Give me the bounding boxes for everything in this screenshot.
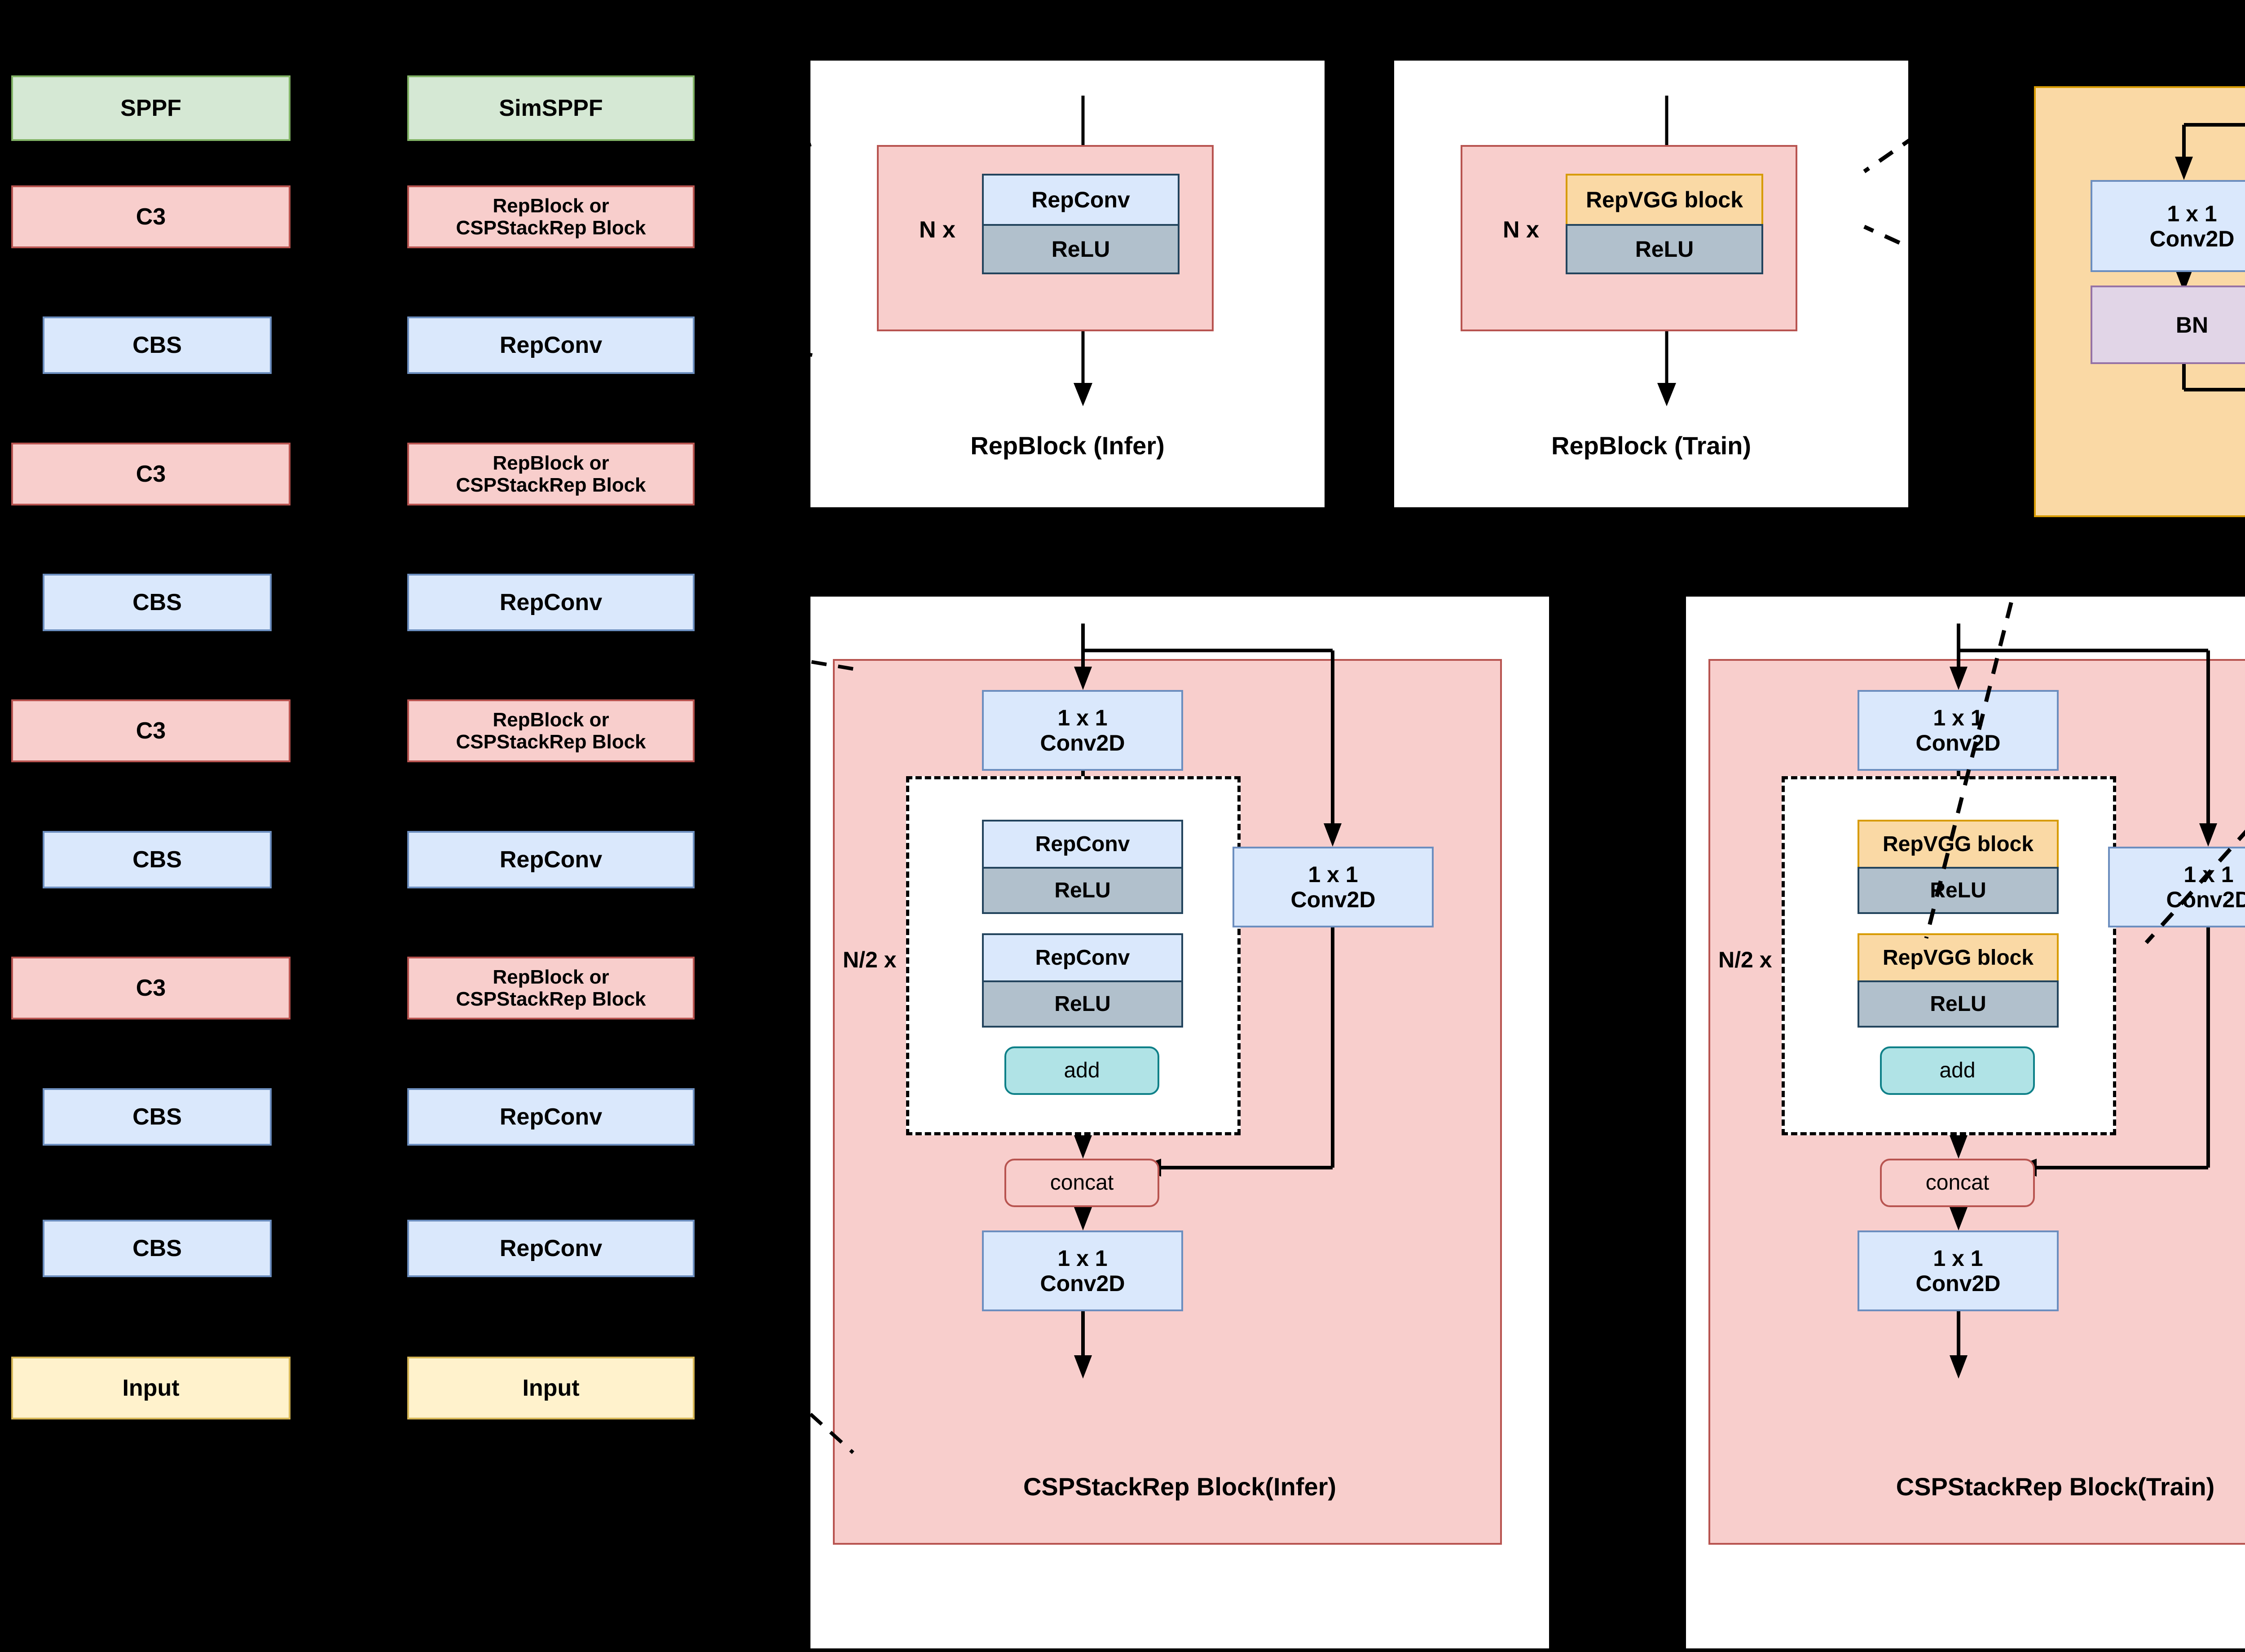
node-label: RepBlock or CSPStackRep Block [456, 966, 646, 1010]
right-stack-node-simsppf[interactable]: SimSPPF [407, 75, 695, 141]
left-stack-node-cbs-1[interactable]: CBS [43, 316, 272, 374]
node-label: 1 x 1 Conv2D [1040, 1246, 1125, 1296]
cspstackrep-train-concat-node[interactable]: concat [1880, 1159, 2035, 1207]
node-label: 1 x 1 Conv2D [2149, 201, 2235, 251]
repvgg-bn-1[interactable]: BN [2091, 286, 2245, 364]
right-stack-node-repblock-1[interactable]: RepBlock or CSPStackRep Block [407, 185, 695, 248]
cspstackrep-infer-caption: CSPStackRep Block(Infer) [1023, 1472, 1337, 1501]
node-label: 1 x 1 Conv2D [1040, 705, 1125, 756]
right-stack-node-repblock-3[interactable]: RepBlock or CSPStackRep Block [407, 699, 695, 762]
repblock-infer-panel: N x RepConv ReLU RepBlock (Infer) [810, 61, 1325, 507]
left-stack-node-cbs-2[interactable]: CBS [43, 574, 272, 631]
cspstackrep-infer-exit-conv[interactable]: 1 x 1 Conv2D [982, 1230, 1183, 1311]
node-label: RepBlock or CSPStackRep Block [456, 708, 646, 753]
right-stack-node-repblock-4[interactable]: RepBlock or CSPStackRep Block [407, 957, 695, 1019]
repblock-infer-repeat-label: N x [919, 217, 955, 243]
right-stack-node-repblock-2[interactable]: RepBlock or CSPStackRep Block [407, 443, 695, 505]
cspstackrep-train-repvgg-2[interactable]: RepVGG block [1858, 933, 2059, 980]
cspstackrep-infer-entry-conv[interactable]: 1 x 1 Conv2D [982, 690, 1183, 771]
left-stack-node-c3-3[interactable]: C3 [11, 699, 291, 762]
node-label: RepBlock or CSPStackRep Block [456, 194, 646, 239]
cspstackrep-train-side-conv[interactable]: 1 x 1 Conv2D [2108, 847, 2245, 927]
right-stack-node-repconv-5[interactable]: RepConv [407, 1220, 695, 1277]
right-stack-node-repconv-2[interactable]: RepConv [407, 574, 695, 631]
repblock-train-relu[interactable]: ReLU [1566, 224, 1763, 274]
cspstackrep-infer-repconv-1[interactable]: RepConv [982, 820, 1183, 867]
repblock-train-repeat-label: N x [1503, 217, 1539, 243]
cspstackrep-infer-concat-node[interactable]: concat [1004, 1159, 1159, 1207]
repblock-train-panel: N x RepVGG block ReLU RepBlock (Train) [1394, 61, 1908, 507]
cspstackrep-infer-repeat-label: N/2 x [843, 947, 897, 972]
cspstackrep-infer-side-conv[interactable]: 1 x 1 Conv2D [1233, 847, 1434, 927]
node-label: RepBlock or CSPStackRep Block [456, 452, 646, 496]
cspstackrep-infer-relu-2[interactable]: ReLU [982, 980, 1183, 1028]
cspstackrep-train-caption: CSPStackRep Block(Train) [1896, 1472, 2215, 1501]
left-stack-node-sppf[interactable]: SPPF [11, 75, 291, 141]
cspstackrep-infer-repconv-2[interactable]: RepConv [982, 933, 1183, 980]
left-stack-node-cbs-5[interactable]: CBS [43, 1220, 272, 1277]
node-label: 1 x 1 Conv2D [2166, 862, 2245, 912]
cspstackrep-train-entry-conv[interactable]: 1 x 1 Conv2D [1858, 690, 2059, 771]
right-stack-node-repconv-3[interactable]: RepConv [407, 831, 695, 888]
node-label: 1 x 1 Conv2D [1290, 862, 1376, 912]
repvgg-conv-1x1[interactable]: 1 x 1 Conv2D [2091, 180, 2245, 272]
cspstackrep-train-panel: 1 x 1 Conv2D N/2 x RepVGG block ReLU Rep… [1686, 597, 2245, 1648]
repblock-train-caption: RepBlock (Train) [1551, 431, 1751, 460]
cspstackrep-infer-add-node[interactable]: add [1004, 1046, 1159, 1095]
cspstackrep-infer-relu-1[interactable]: ReLU [982, 867, 1183, 914]
cspstackrep-train-repeat-label: N/2 x [1718, 947, 1772, 972]
repvgg-block-panel: 1 x 1 Conv2D 3 x 3 Conv2D BN BN BN add R… [2034, 86, 2245, 517]
right-stack-node-repconv-1[interactable]: RepConv [407, 316, 695, 374]
right-architecture-column: SimSPPF RepBlock or CSPStackRep Block Re… [400, 0, 736, 1652]
right-stack-node-repconv-4[interactable]: RepConv [407, 1088, 695, 1146]
left-stack-node-c3-4[interactable]: C3 [11, 957, 291, 1019]
node-label: 1 x 1 Conv2D [1915, 1246, 2001, 1296]
cspstackrep-train-exit-conv[interactable]: 1 x 1 Conv2D [1858, 1230, 2059, 1311]
right-stack-node-input[interactable]: Input [407, 1357, 695, 1419]
repblock-train-repvgg-block[interactable]: RepVGG block [1566, 174, 1763, 224]
cspstackrep-train-repvgg-1[interactable]: RepVGG block [1858, 820, 2059, 867]
left-stack-node-cbs-3[interactable]: CBS [43, 831, 272, 888]
left-stack-node-c3-1[interactable]: C3 [11, 185, 291, 248]
left-stack-node-input[interactable]: Input [11, 1357, 291, 1419]
left-stack-node-c3-2[interactable]: C3 [11, 443, 291, 505]
cspstackrep-train-relu-2[interactable]: ReLU [1858, 980, 2059, 1028]
left-stack-node-cbs-4[interactable]: CBS [43, 1088, 272, 1146]
node-label: 1 x 1 Conv2D [1915, 705, 2001, 756]
cspstackrep-infer-panel: 1 x 1 Conv2D N/2 x RepConv ReLU RepConv … [810, 597, 1549, 1648]
repblock-infer-relu[interactable]: ReLU [982, 224, 1180, 274]
cspstackrep-train-relu-1[interactable]: ReLU [1858, 867, 2059, 914]
repblock-infer-caption: RepBlock (Infer) [970, 431, 1165, 460]
repblock-infer-repconv[interactable]: RepConv [982, 174, 1180, 224]
left-architecture-column: SPPF C3 CBS C3 CBS C3 CBS C3 CBS CBS Inp… [0, 0, 314, 1652]
cspstackrep-train-add-node[interactable]: add [1880, 1046, 2035, 1095]
